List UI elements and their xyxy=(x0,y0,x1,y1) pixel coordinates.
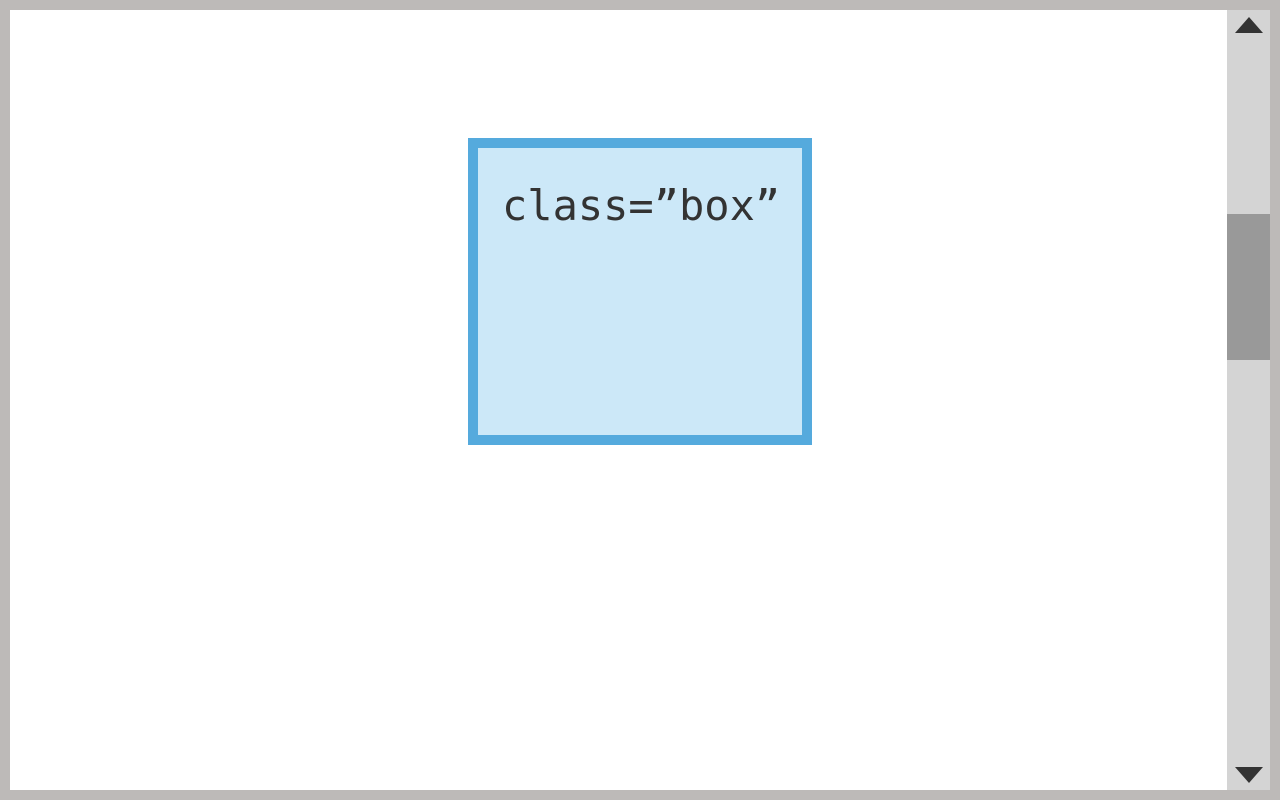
triangle-up-icon xyxy=(1234,17,1263,33)
box-class-label: class=”box” xyxy=(502,181,781,230)
triangle-down-icon xyxy=(1234,767,1263,783)
box-element: class=”box” xyxy=(468,138,812,445)
scroll-up-button[interactable] xyxy=(1227,10,1270,40)
scroll-thumb[interactable] xyxy=(1227,214,1270,360)
scroll-down-button[interactable] xyxy=(1227,760,1270,790)
vertical-scrollbar[interactable] xyxy=(1227,10,1270,790)
page-viewport: class=”box” xyxy=(10,10,1227,790)
